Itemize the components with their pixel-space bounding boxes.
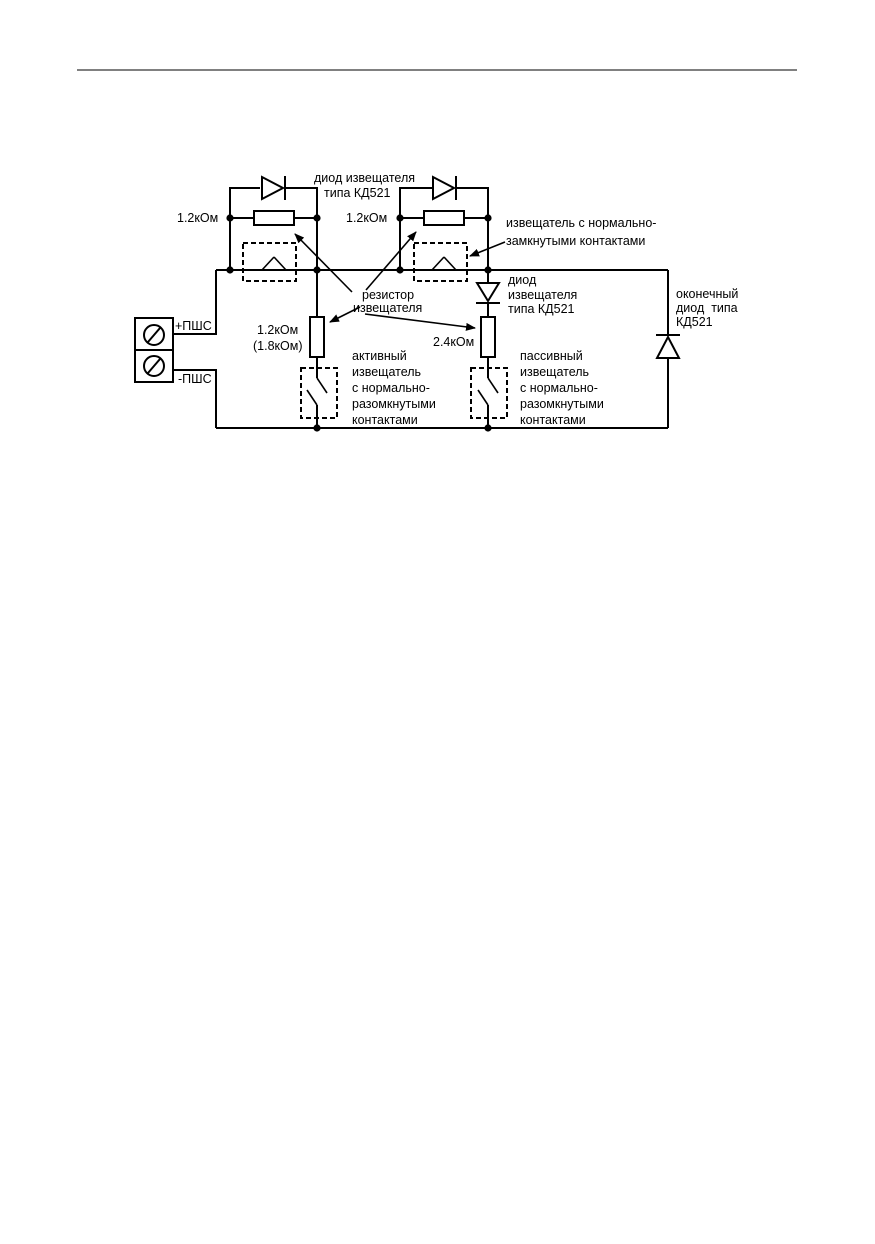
label-end-diode-1: оконечный: [676, 287, 738, 301]
junction-dots: [226, 214, 492, 432]
label-minus-terminal: -ПШС: [178, 372, 212, 386]
no-contact-active-icon: [300, 367, 338, 419]
screw-terminal-plus-icon: [143, 324, 165, 346]
label-resistor-2: извещателя: [353, 301, 422, 315]
screw-terminal-minus-icon: [143, 355, 165, 377]
diode-top-left-icon: [261, 175, 286, 201]
label-diode-mid-3: типа КД521: [508, 302, 575, 316]
no-contact-passive-icon: [470, 367, 508, 419]
label-nc-detector-1: извещатель с нормально-: [506, 216, 656, 230]
label-end-diode-2: диод типа: [676, 301, 738, 315]
diode-passive-icon: [475, 282, 501, 304]
label-r-active-1: 1.2кОм: [257, 323, 298, 337]
callout-arrows: [294, 231, 506, 331]
label-passive-2: извещатель: [520, 365, 589, 379]
resistor-passive-icon: [480, 316, 496, 358]
label-passive-3: с нормально-: [520, 381, 598, 395]
label-active-4: разомкнутыми: [352, 397, 436, 411]
label-r-top-right: 1.2кОм: [346, 211, 387, 225]
label-active-2: извещатель: [352, 365, 421, 379]
label-active-1: активный: [352, 349, 407, 363]
resistor-top-right-icon: [423, 210, 465, 226]
resistor-active-icon: [309, 316, 325, 358]
nc-contact-left-icon: [242, 242, 297, 282]
label-r-active-2: (1.8кОм): [253, 339, 303, 353]
label-resistor-1: резистор: [362, 288, 414, 302]
label-active-5: контактами: [352, 413, 418, 427]
label-plus-terminal: +ПШС: [175, 319, 212, 333]
label-diode-top-1: диод извещателя: [314, 171, 415, 185]
label-passive-1: пассивный: [520, 349, 583, 363]
end-of-line-diode-icon: [655, 334, 681, 359]
label-active-3: с нормально-: [352, 381, 430, 395]
label-passive-5: контактами: [520, 413, 586, 427]
resistor-top-left-icon: [253, 210, 295, 226]
label-diode-mid-1: диод: [508, 273, 537, 287]
label-diode-mid-2: извещателя: [508, 288, 577, 302]
nc-contact-right-icon: [413, 242, 468, 282]
terminal-block: [134, 317, 174, 383]
diode-top-right-icon: [432, 175, 457, 201]
label-nc-detector-2: замкнутыми контактами: [506, 234, 645, 248]
label-r-passive: 2.4кОм: [433, 335, 474, 349]
label-diode-top-2: типа КД521: [324, 186, 391, 200]
label-passive-4: разомкнутыми: [520, 397, 604, 411]
label-end-diode-3: КД521: [676, 315, 713, 329]
label-r-top-left: 1.2кОм: [177, 211, 218, 225]
